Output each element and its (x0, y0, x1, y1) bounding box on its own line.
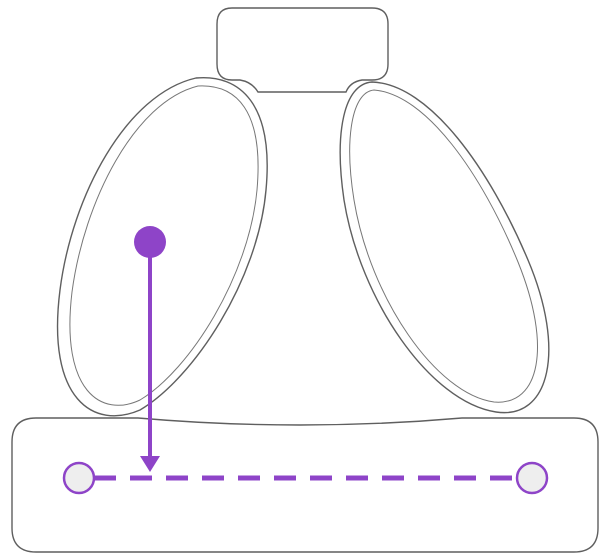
right-endpoint (517, 463, 547, 493)
left-endpoint (64, 463, 94, 493)
start-point (134, 226, 166, 258)
base-block (12, 418, 598, 552)
right-lung-outline (340, 82, 549, 413)
neck-block (217, 8, 388, 92)
